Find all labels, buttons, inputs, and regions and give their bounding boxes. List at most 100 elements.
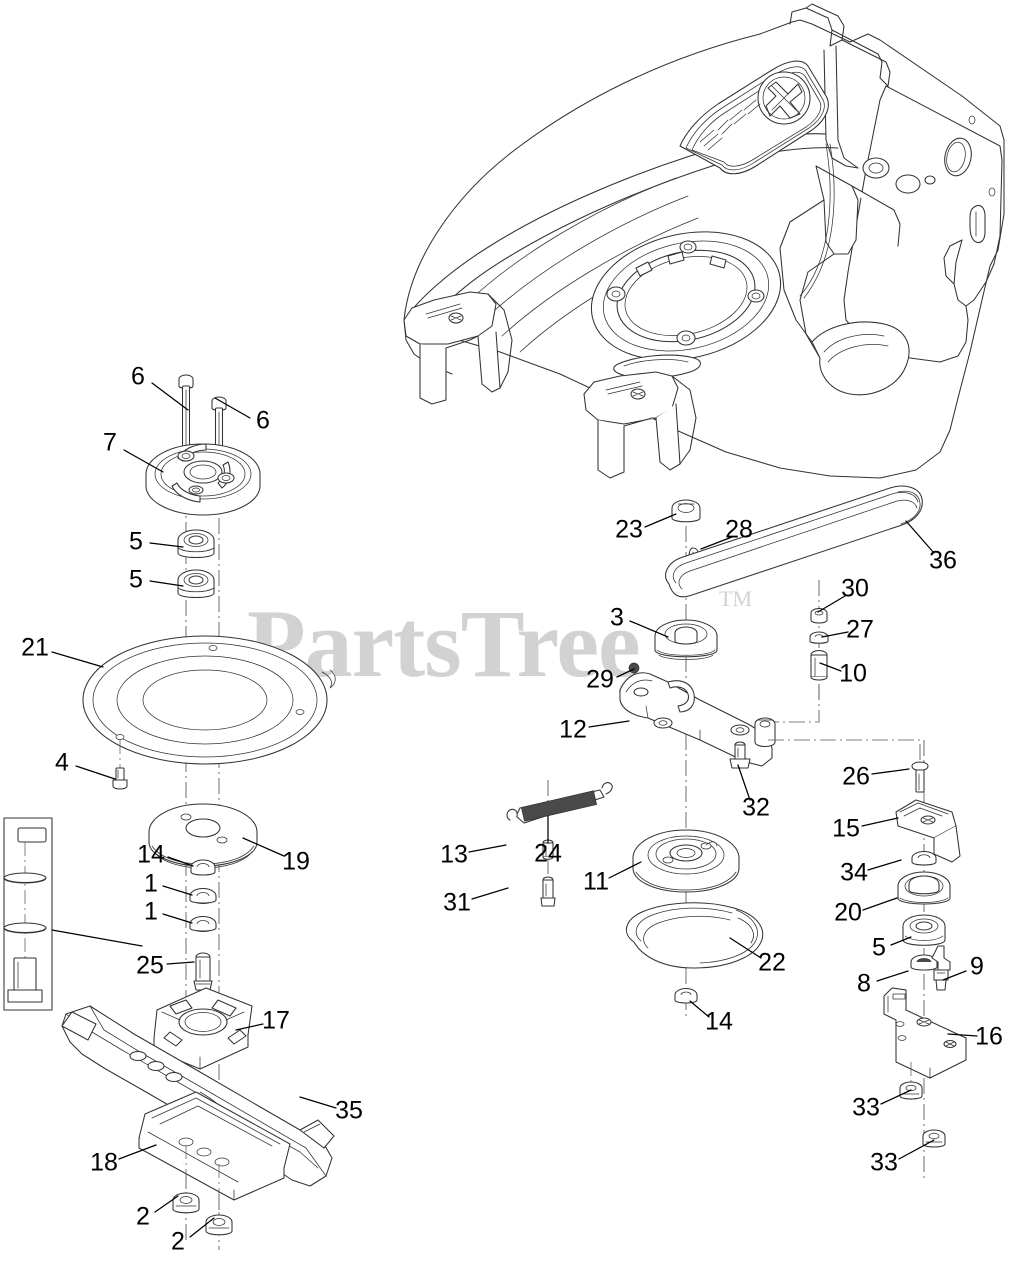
callout-leader-6 xyxy=(214,397,251,419)
callout-leader-33 xyxy=(898,1139,935,1160)
callout-number-18: 18 xyxy=(90,1148,118,1177)
callout-leader-36 xyxy=(905,520,935,554)
callout-number-34: 34 xyxy=(840,858,868,887)
callout-leader-19 xyxy=(242,837,285,857)
callout-leader-12 xyxy=(588,720,630,728)
callout-number-6: 6 xyxy=(256,406,270,435)
callout-number-31: 31 xyxy=(443,888,471,917)
callout-leader-4 xyxy=(75,765,116,780)
callout-number-6: 6 xyxy=(131,362,145,391)
callout-number-22: 22 xyxy=(758,948,786,977)
part-22-drive-belt-short xyxy=(625,902,764,969)
callout-leader-10 xyxy=(819,662,842,672)
callout-number-12: 12 xyxy=(559,715,587,744)
callout-number-25: 25 xyxy=(136,951,164,980)
callout-leader-17 xyxy=(235,1023,264,1031)
deck-bracket-right xyxy=(779,157,936,396)
callout-number-2: 2 xyxy=(171,1227,185,1256)
callout-number-14: 14 xyxy=(705,1007,733,1036)
callout-leader-6 xyxy=(151,382,189,411)
part-2a-flange-nut xyxy=(172,1145,200,1214)
deck-spindle-opening xyxy=(590,231,782,361)
part-25-shoulder-bolt xyxy=(193,952,213,991)
callout-leader-18 xyxy=(118,1144,157,1160)
callout-number-4: 4 xyxy=(55,748,69,777)
callout-leader-23 xyxy=(644,513,677,528)
callout-leader-13 xyxy=(468,844,507,853)
deck-bracket-center xyxy=(583,371,697,479)
callout-number-13: 13 xyxy=(440,840,468,869)
deck-housing xyxy=(403,3,1005,479)
callout-number-2: 2 xyxy=(136,1202,150,1231)
part-5b-ball-bearing xyxy=(177,569,215,599)
callout-leader-11 xyxy=(608,861,642,879)
part-31-bolt xyxy=(540,876,556,907)
part-1b-washer xyxy=(189,915,217,933)
callout-number-21: 21 xyxy=(21,633,49,662)
callout-leader-15 xyxy=(861,817,899,827)
callout-leader-5 xyxy=(149,542,184,548)
part-5c-ball-bearing xyxy=(902,914,946,946)
callout-number-36: 36 xyxy=(929,546,957,575)
callout-number-26: 26 xyxy=(842,762,870,791)
callout-leader-1 xyxy=(162,885,193,896)
part-17-blade-adapter xyxy=(153,987,253,1070)
callout-number-1: 1 xyxy=(144,869,158,898)
part-9-grease-fitting xyxy=(931,945,951,991)
part-26-pin xyxy=(911,761,929,793)
callout-leader-25 xyxy=(166,961,195,965)
deck-bracket-left xyxy=(403,291,513,405)
callout-leader-35 xyxy=(299,1096,337,1109)
part-23-bushing xyxy=(671,499,701,523)
part-27-washer xyxy=(809,631,829,644)
callout-leader-27 xyxy=(821,631,849,638)
callout-number-28: 28 xyxy=(725,515,753,544)
part-7-clutch-plate xyxy=(145,443,261,516)
callout-leader-29 xyxy=(616,668,635,678)
callout-leader-3 xyxy=(629,620,669,638)
callout-number-3: 3 xyxy=(610,603,624,632)
part-4-screw xyxy=(112,740,128,790)
callout-leader-34 xyxy=(867,859,902,871)
callout-number-24: 24 xyxy=(534,839,562,868)
callout-leader-14 xyxy=(689,1000,710,1018)
part-33a-lock-nut xyxy=(899,1062,923,1100)
callout-leader-16 xyxy=(947,1033,978,1037)
callout-number-8: 8 xyxy=(857,969,871,998)
callout-number-5: 5 xyxy=(129,565,143,594)
callout-number-27: 27 xyxy=(846,615,874,644)
callout-number-15: 15 xyxy=(832,814,860,843)
part-21-baffle-plate xyxy=(82,635,336,765)
callout-number-5: 5 xyxy=(872,933,886,962)
callout-number-7: 7 xyxy=(103,428,117,457)
callout-number-35: 35 xyxy=(335,1096,363,1125)
part-24-extension-spring xyxy=(506,782,613,824)
callout-leader-9 xyxy=(942,970,967,981)
part-34-washer-thin xyxy=(911,850,937,866)
callout-number-9: 9 xyxy=(970,952,984,981)
part-8-lock-washer xyxy=(910,954,938,971)
callout-leader-32 xyxy=(737,764,751,801)
callout-number-33: 33 xyxy=(870,1148,898,1177)
callout-number-29: 29 xyxy=(586,665,614,694)
callout-leader-26 xyxy=(871,768,910,775)
part-36-drive-belt-long xyxy=(665,485,923,598)
callout-leader-2 xyxy=(189,1217,215,1238)
part-14a-washer xyxy=(190,859,216,876)
part-16-mounting-bracket xyxy=(883,987,967,1079)
part-11-idler-pulley-large xyxy=(632,829,740,893)
callout-leader-5 xyxy=(890,936,912,946)
callout-leader-7 xyxy=(123,449,164,473)
callout-number-33: 33 xyxy=(852,1093,880,1122)
callout-number-14: 14 xyxy=(137,840,165,869)
callout-leader-21 xyxy=(51,651,104,668)
callout-number-1: 1 xyxy=(144,897,158,926)
callout-number-11: 11 xyxy=(583,867,609,896)
callout-number-20: 20 xyxy=(834,898,862,927)
callout-leader-14 xyxy=(167,856,194,867)
callout-leader-2 xyxy=(154,1195,179,1213)
callout-number-5: 5 xyxy=(129,527,143,556)
callout-leader-5 xyxy=(149,580,184,587)
